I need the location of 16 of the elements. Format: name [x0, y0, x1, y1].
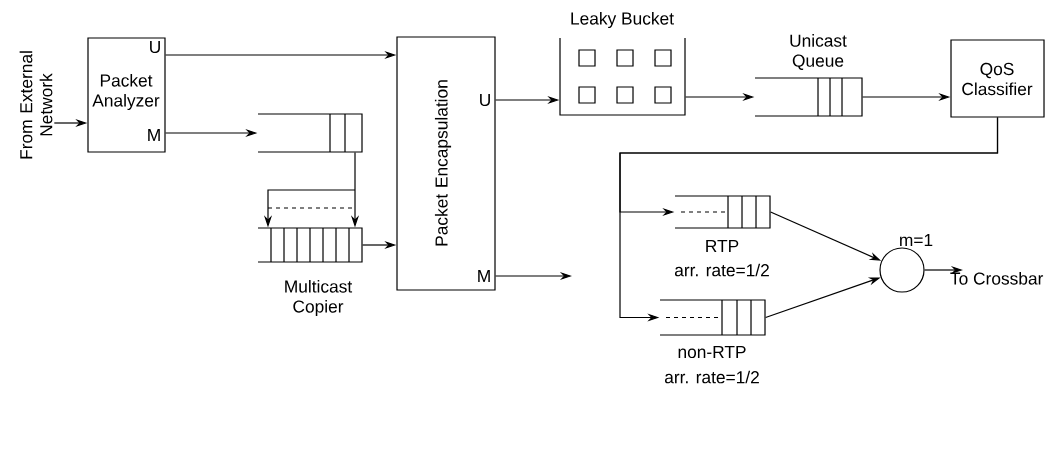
queue-label: RTP [706, 240, 739, 252]
port-label: M [478, 270, 490, 282]
queue-label: non-RTP [678, 345, 746, 359]
output-label: To Crossbar [950, 271, 1044, 285]
box-heading: Leaky Bucket [571, 11, 674, 29]
queue-label: Unicast Queue [790, 34, 847, 70]
queue-label: arr. rate=1/2 [674, 263, 769, 277]
port-label: M [148, 129, 160, 141]
queue-label: Multicast Copier [285, 279, 353, 317]
port-label: U [150, 40, 160, 54]
node-caption: m=1 [900, 234, 933, 246]
queue-label: arr. rate=1/2 [664, 370, 759, 384]
process-box: QoS Classifier [950, 39, 1045, 118]
input-label: From External Network [19, 51, 53, 159]
queue-drawing [257, 113, 363, 153]
port-label: U [480, 93, 490, 107]
